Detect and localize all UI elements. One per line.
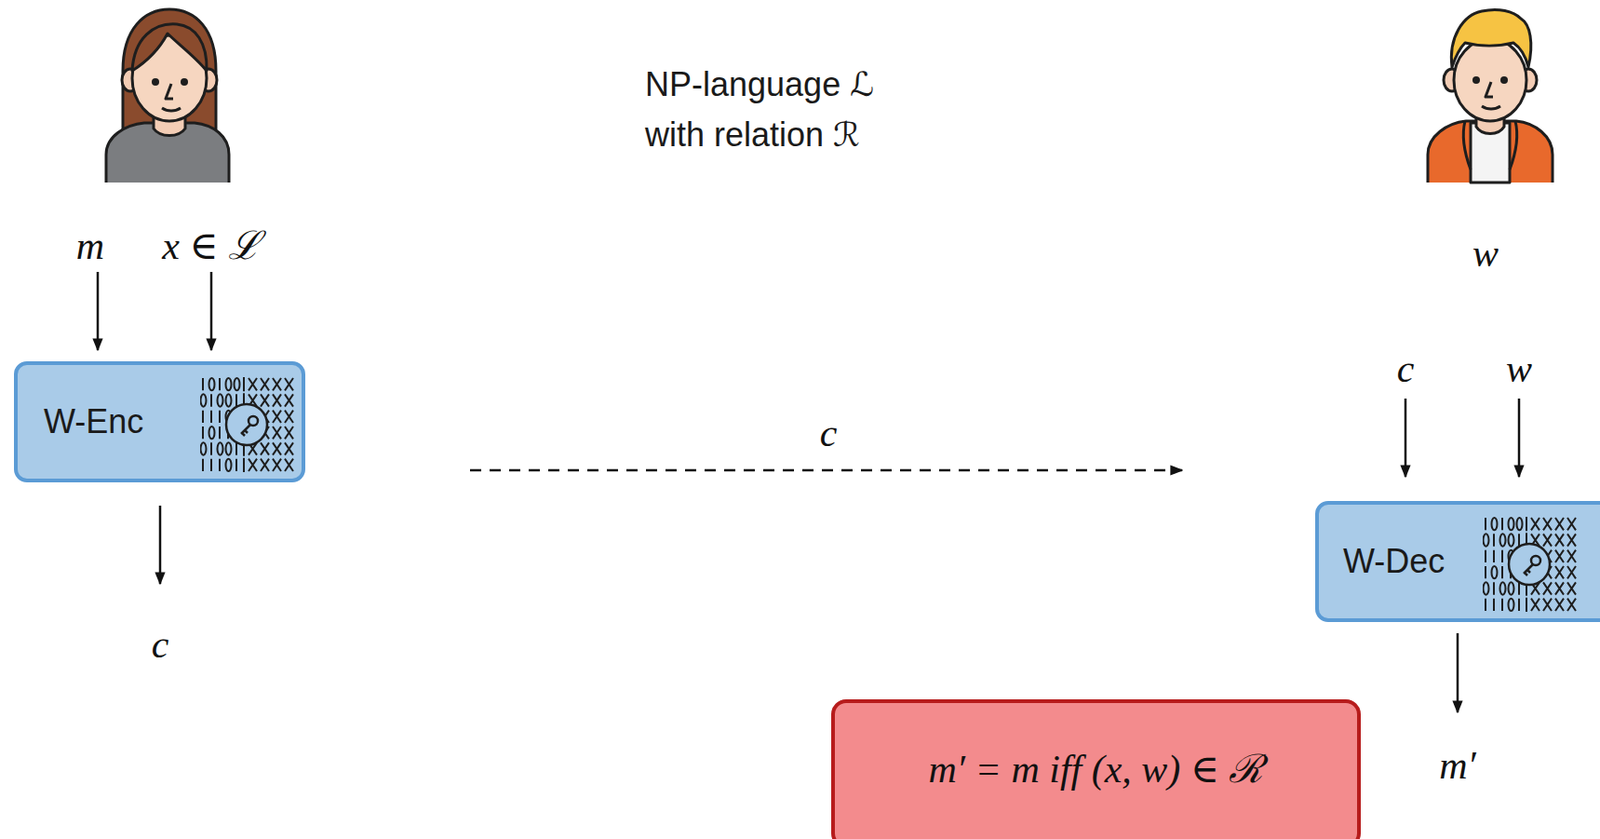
witness-label: w: [1472, 233, 1499, 273]
diagram-title: NP-language ℒ with relation ℛ: [645, 59, 915, 161]
process-box: W-Enc: [13, 361, 306, 483]
output-label: m′: [1438, 745, 1477, 785]
box-label: W-Enc: [43, 402, 144, 442]
cipher-icon: [1482, 515, 1584, 613]
ciphertext-label: c: [151, 624, 170, 664]
woman-avatar: [106, 9, 229, 183]
box-label: W-Dec: [1343, 541, 1445, 581]
man-avatar: [1427, 9, 1553, 183]
cipher-icon: [200, 376, 301, 473]
ciphertext-label: c: [1397, 349, 1415, 389]
condition-text: m′ = m iff (x, w) ∈ ℛ: [928, 739, 1264, 794]
math-symbol: x ∈ ℒ: [161, 226, 261, 266]
math-symbol: m: [76, 226, 105, 266]
ciphertext-label: c: [820, 413, 838, 453]
witness-label: w: [1505, 349, 1533, 389]
arrow-lines: [97, 271, 1520, 713]
condition-box: m′ = m iff (x, w) ∈ ℛ: [831, 699, 1361, 839]
process-box: W-Dec: [1315, 500, 1600, 622]
